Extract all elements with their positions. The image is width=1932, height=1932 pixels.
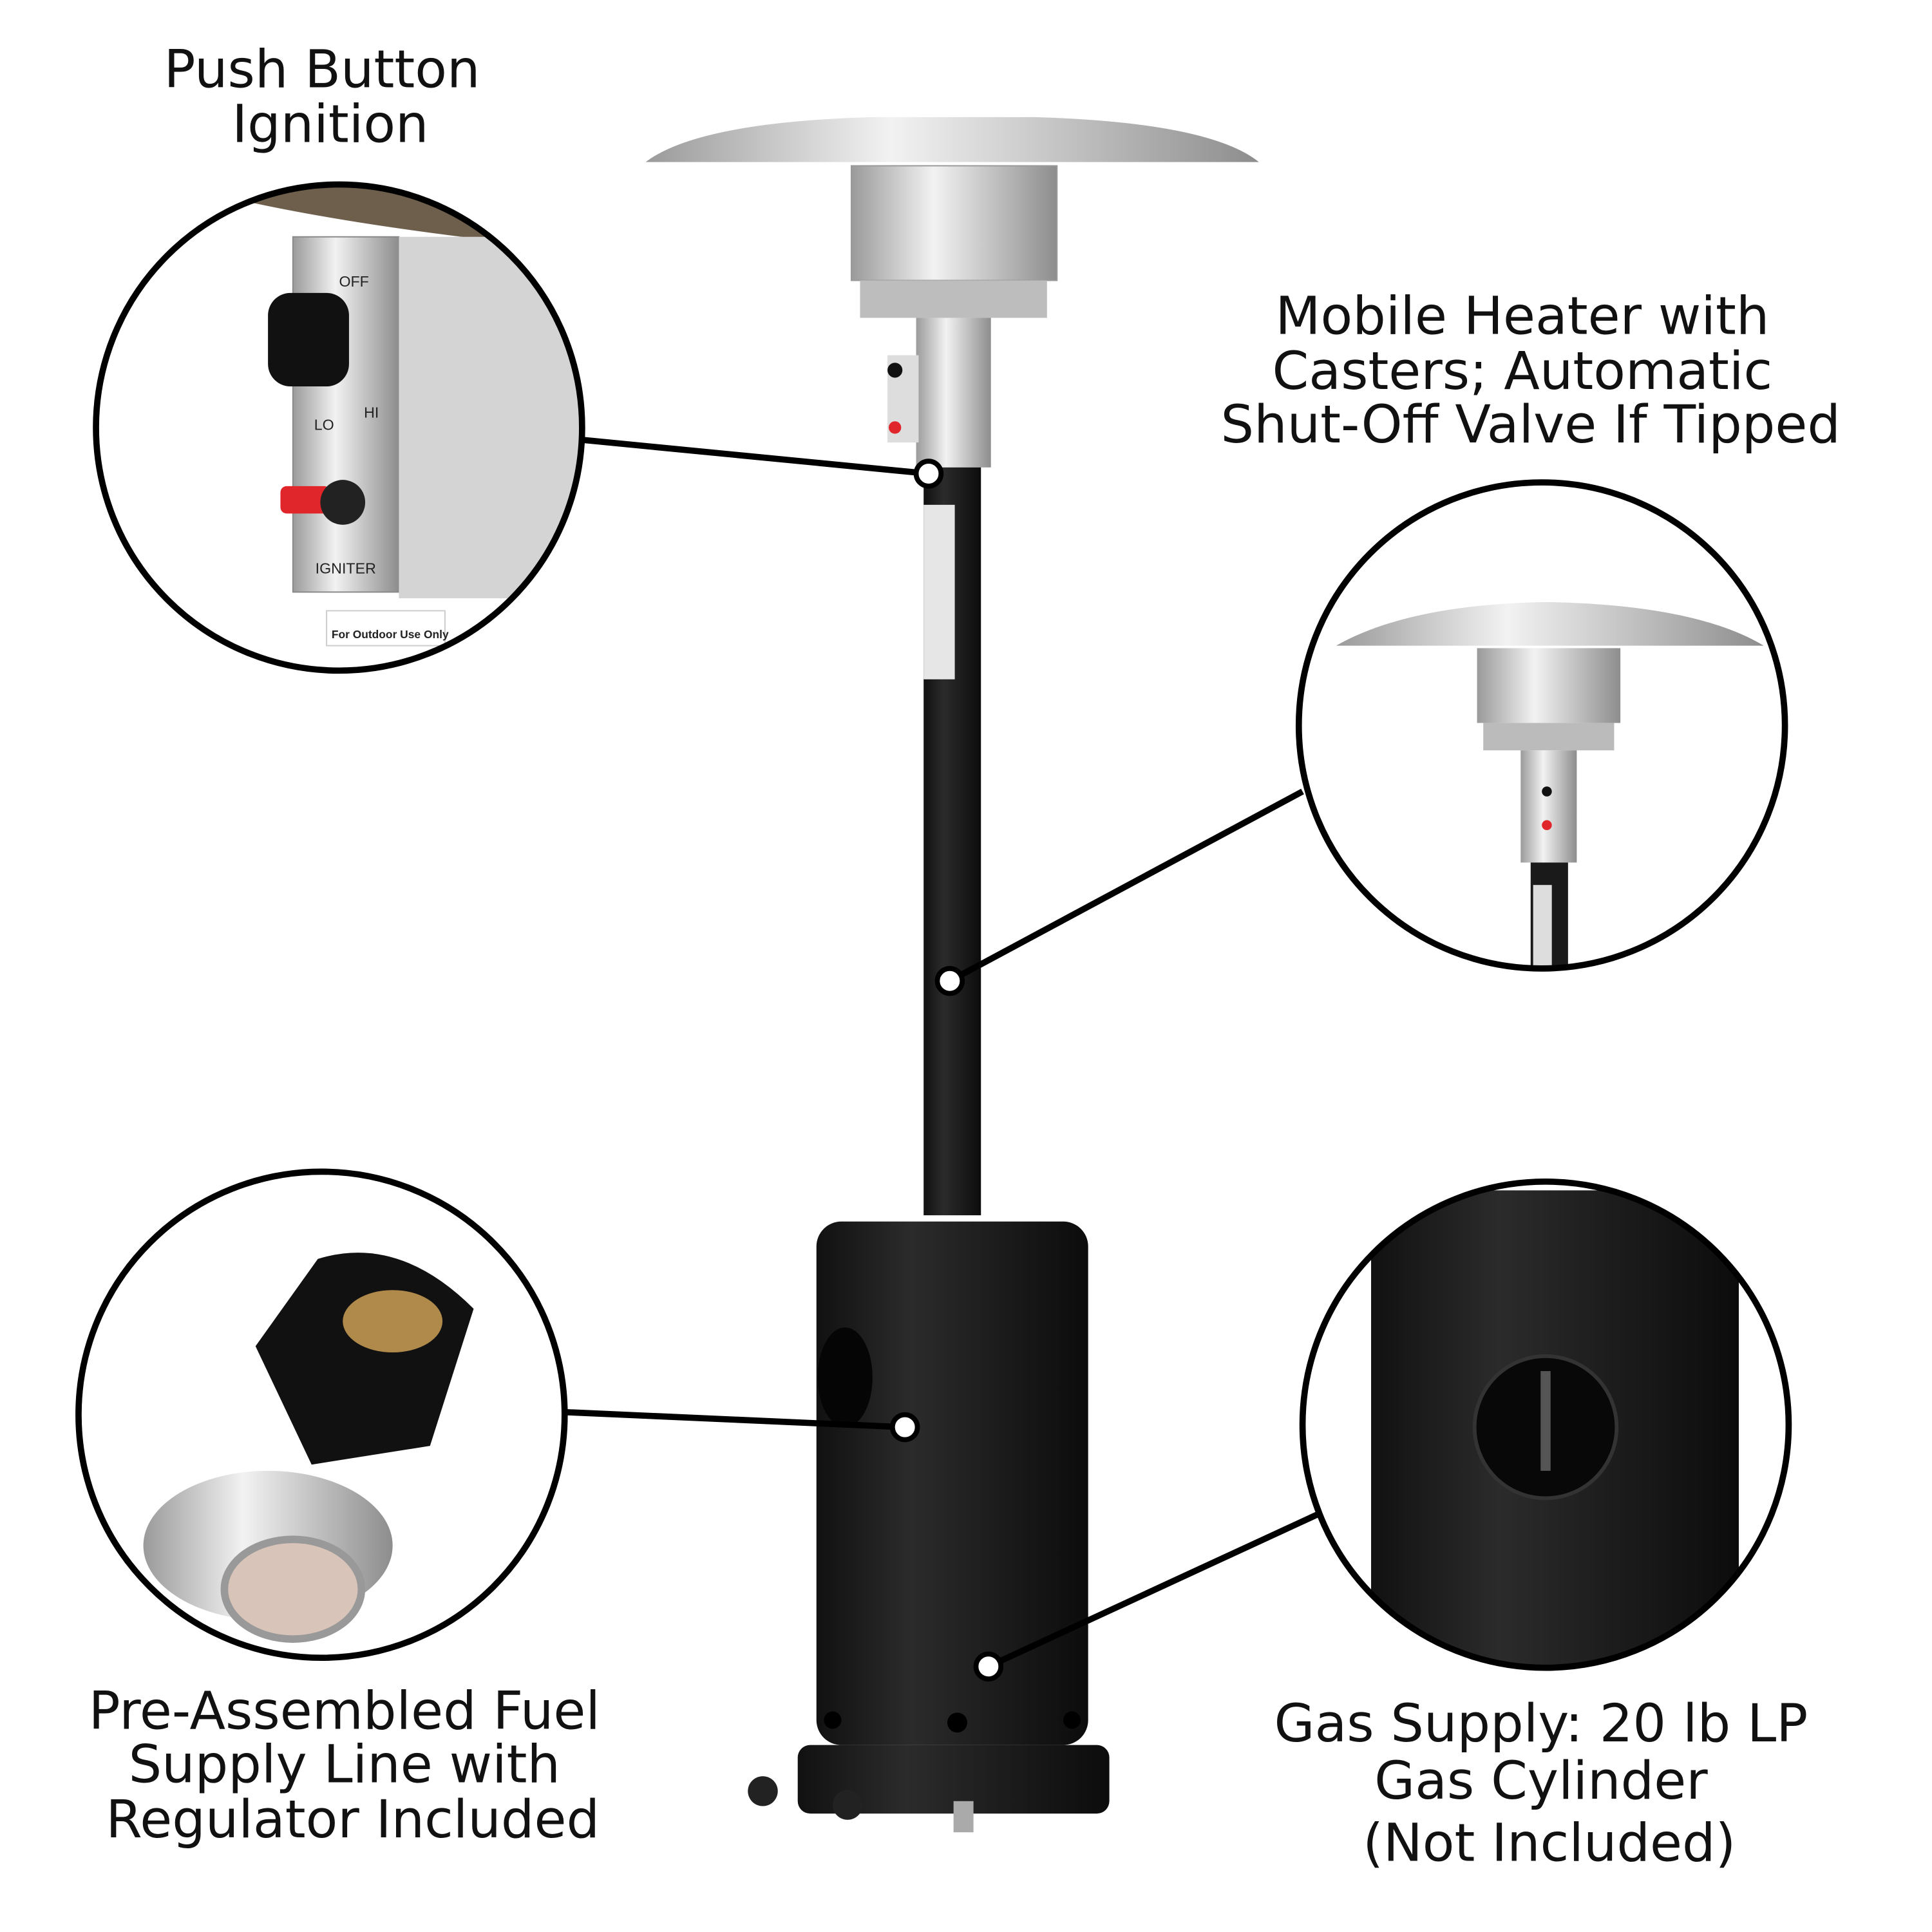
svg-text:For Outdoor Use Only: For Outdoor Use Only	[332, 628, 449, 641]
leader-line-gas	[987, 1511, 1319, 1670]
svg-text:LO: LO	[314, 417, 334, 433]
leader-line-fuel	[567, 1409, 905, 1430]
marker-dot-mobile	[934, 966, 965, 996]
inset-ignition-photo: OFF LO HI IGNITER For Outdoor Use Only	[98, 187, 580, 668]
inset-regulator-photo	[80, 1174, 562, 1656]
svg-text:HI: HI	[364, 404, 379, 421]
inset-ring-tank	[1299, 1179, 1792, 1671]
patio-heater-image	[645, 117, 1259, 1833]
inset-ring-regulator	[75, 1168, 568, 1662]
inset-ring-heater-head	[1295, 479, 1788, 972]
inset-tank-photo	[1305, 1184, 1786, 1665]
marker-dot-fuel	[889, 1412, 920, 1443]
callout-title-push-button-ignition: Push Button Ignition	[164, 39, 497, 155]
inset-heater-head-photo	[1336, 601, 1764, 966]
marker-dot-gas	[973, 1651, 1004, 1681]
callout-title-fuel-supply: Pre-Assembled Fuel Supply Line with Regu…	[89, 1681, 617, 1850]
callout-title-gas-supply: Gas Supply: 20 lb LP Gas Cylinder (Not I…	[1274, 1694, 1824, 1874]
svg-text:OFF: OFF	[339, 273, 368, 290]
svg-text:IGNITER: IGNITER	[316, 560, 376, 576]
marker-dot-ignition	[913, 459, 944, 489]
callout-title-mobile-heater: Mobile Heater with Casters; Automatic Sh…	[1221, 287, 1841, 455]
inset-ring-ignition	[93, 181, 585, 674]
leader-line-ignition	[583, 437, 929, 477]
leader-line-mobile	[948, 788, 1304, 984]
